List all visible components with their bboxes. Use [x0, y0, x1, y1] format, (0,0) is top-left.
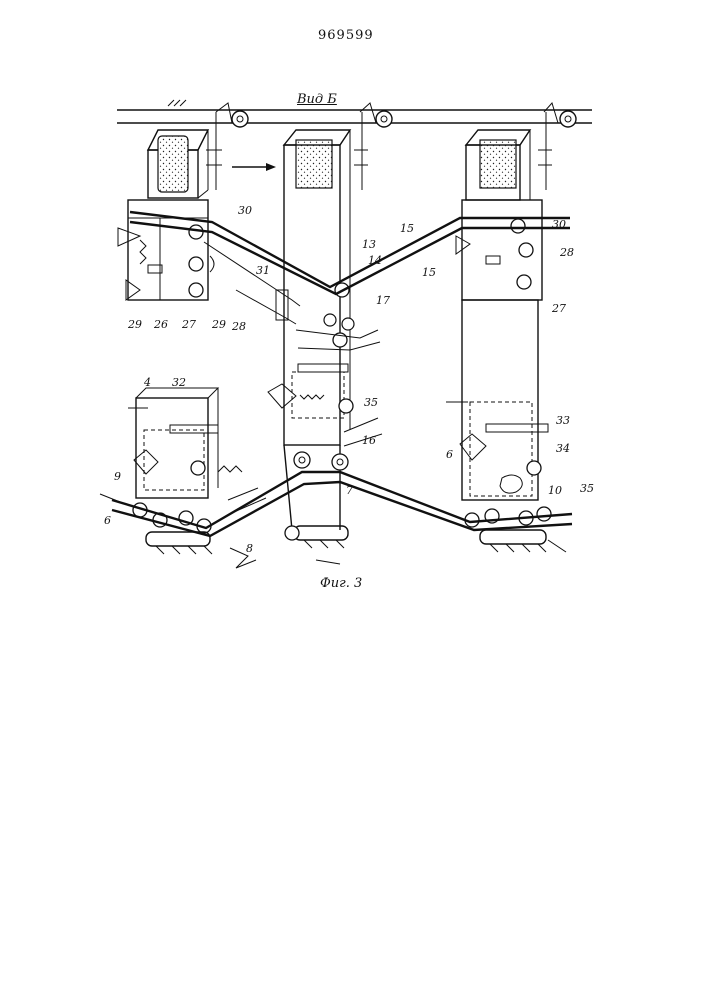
rail-pulley-1: [206, 103, 248, 190]
top-rail: [117, 100, 592, 123]
label-35-right: 35: [580, 482, 594, 495]
label-28-left: 28: [231, 320, 246, 333]
label-30-right: 30: [552, 218, 566, 231]
label-17: 17: [376, 294, 390, 307]
label-10: 10: [548, 484, 562, 497]
label-31: 31: [256, 264, 270, 277]
rail-pulley-2: [354, 103, 392, 190]
label-26: 26: [153, 318, 168, 331]
label-27-left: 27: [181, 318, 196, 331]
label-29-mid: 29: [211, 318, 226, 331]
label-30-left: 30: [238, 204, 252, 217]
label-9: 9: [114, 470, 121, 483]
label-15-top: 15: [400, 222, 414, 235]
label-28-right: 28: [559, 246, 574, 259]
label-15-mid: 15: [422, 266, 436, 279]
reference-labels: 4 6 6 7 8 9 10 13 14 15 15 16 17 26 27 2…: [104, 204, 594, 555]
label-16: 16: [362, 434, 376, 447]
label-4: 4: [143, 376, 151, 389]
label-8: 8: [246, 542, 253, 555]
arrow-right-icon: [232, 163, 276, 171]
left-unit: [118, 130, 256, 568]
lower-belt: [100, 418, 572, 536]
label-14: 14: [368, 254, 382, 267]
label-34: 34: [556, 442, 570, 455]
label-27-right: 27: [551, 302, 566, 315]
center-unit: [268, 130, 354, 564]
label-29-left: 29: [127, 318, 142, 331]
label-35-center: 35: [364, 396, 378, 409]
label-33: 33: [556, 414, 570, 427]
label-7: 7: [346, 484, 353, 497]
label-6-right: 6: [446, 448, 453, 461]
label-13: 13: [362, 238, 376, 251]
label-32: 32: [172, 376, 186, 389]
label-6-left: 6: [104, 514, 111, 527]
rail-pulley-3: [538, 103, 576, 190]
